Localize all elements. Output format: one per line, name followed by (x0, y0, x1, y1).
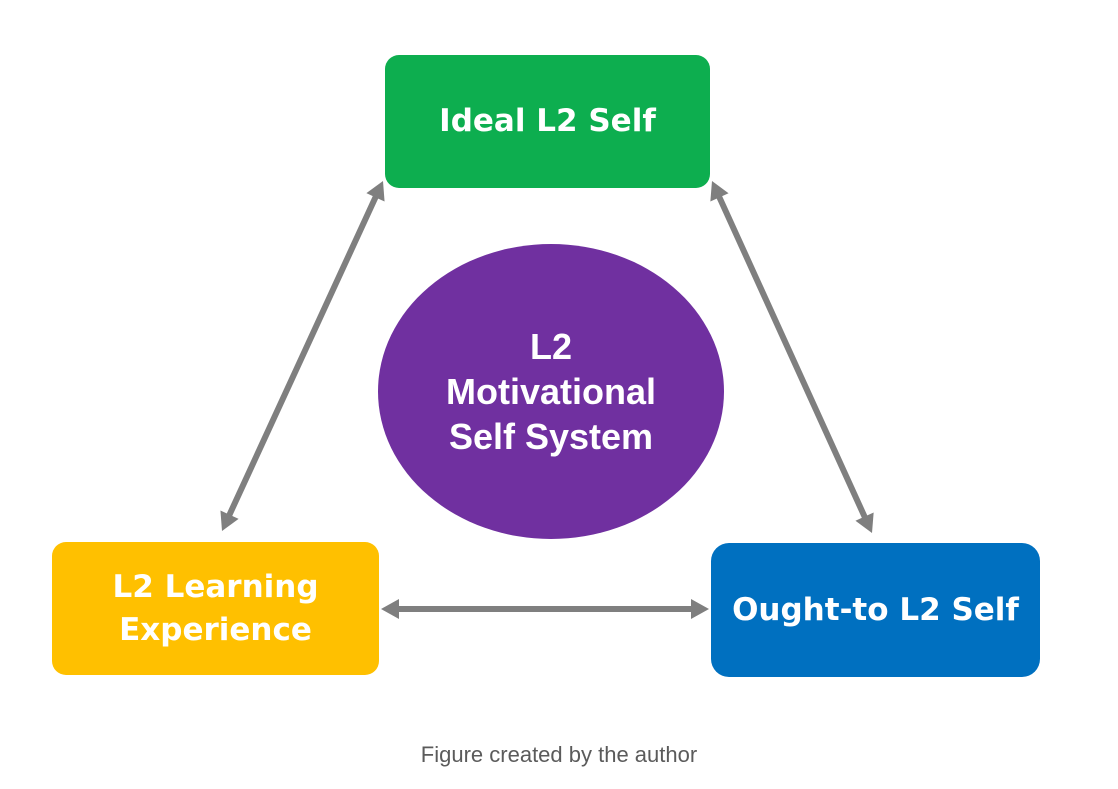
l2-learning-experience-box: L2 Learning Experience (52, 542, 379, 675)
arrow-shaft (715, 194, 869, 520)
ought-to-l2-self-label: Ought-to L2 Self (732, 591, 1019, 628)
arrowhead-ought (855, 512, 874, 533)
center-label: L2 Motivational Self System (445, 326, 656, 457)
arrow-learning-ought (381, 599, 709, 619)
arrow-shaft (225, 194, 380, 518)
arrowhead-learning (220, 510, 239, 531)
l2-motivational-self-system-ellipse: L2 Motivational Self System (378, 244, 724, 539)
ideal-l2-self-box: Ideal L2 Self (385, 55, 710, 188)
arrowhead-ought (691, 599, 709, 619)
arrowhead-learning (381, 599, 399, 619)
arrow-ideal-learning (220, 181, 385, 531)
arrowhead-ideal (710, 181, 729, 202)
arrow-ideal-ought (710, 181, 874, 533)
l2-learning-experience-label: L2 Learning Experience (112, 568, 319, 648)
arrowhead-ideal (366, 181, 385, 202)
ought-to-l2-self-box: Ought-to L2 Self (711, 543, 1040, 677)
figure-caption: Figure created by the author (420, 742, 698, 767)
ideal-l2-self-label: Ideal L2 Self (439, 103, 656, 139)
